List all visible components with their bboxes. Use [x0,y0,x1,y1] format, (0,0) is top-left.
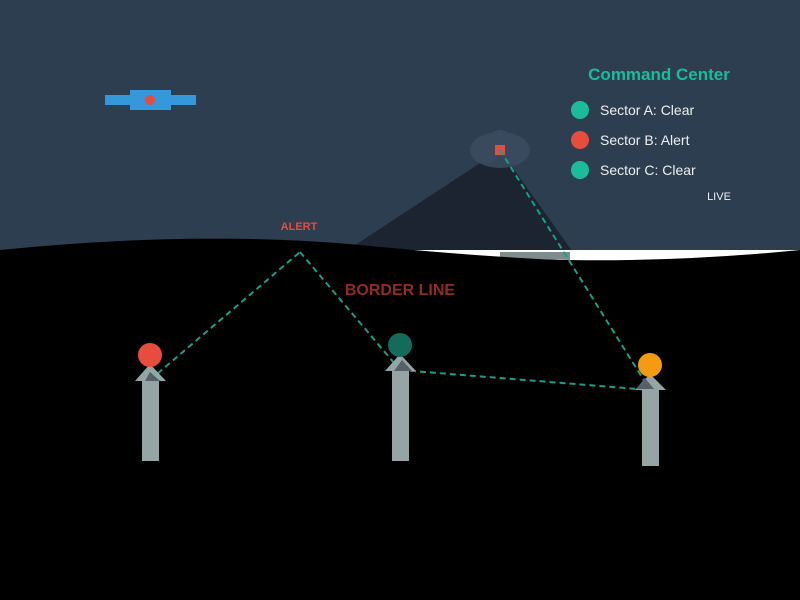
beacon-icon [388,333,412,357]
command-center-panel: Command Center Sector A: Clear Sector B:… [571,65,731,203]
sector-a-status: Sector A: Clear [600,102,694,118]
status-dot-sector-a [571,101,589,119]
tower-center [385,333,416,461]
tower-right [635,353,666,466]
link-center-right [399,369,651,391]
link-peak-right [499,149,651,391]
border-line-label: BORDER LINE [345,282,456,299]
panel-title: Command Center [588,65,730,84]
status-dot-sector-c [571,161,589,179]
live-indicator: LIVE [707,191,731,203]
link-left-alert [149,251,301,381]
sector-b-status: Sector B: Alert [600,132,690,148]
alert-label: ALERT [281,221,318,233]
network-links [149,149,651,391]
tower-left [135,343,166,461]
satellite-icon [105,90,196,110]
status-dot-sector-b [571,131,589,149]
beacon-icon [138,343,162,367]
sector-c-status: Sector C: Clear [600,162,696,178]
link-alert-center [299,251,401,371]
beacon-icon [638,353,662,377]
